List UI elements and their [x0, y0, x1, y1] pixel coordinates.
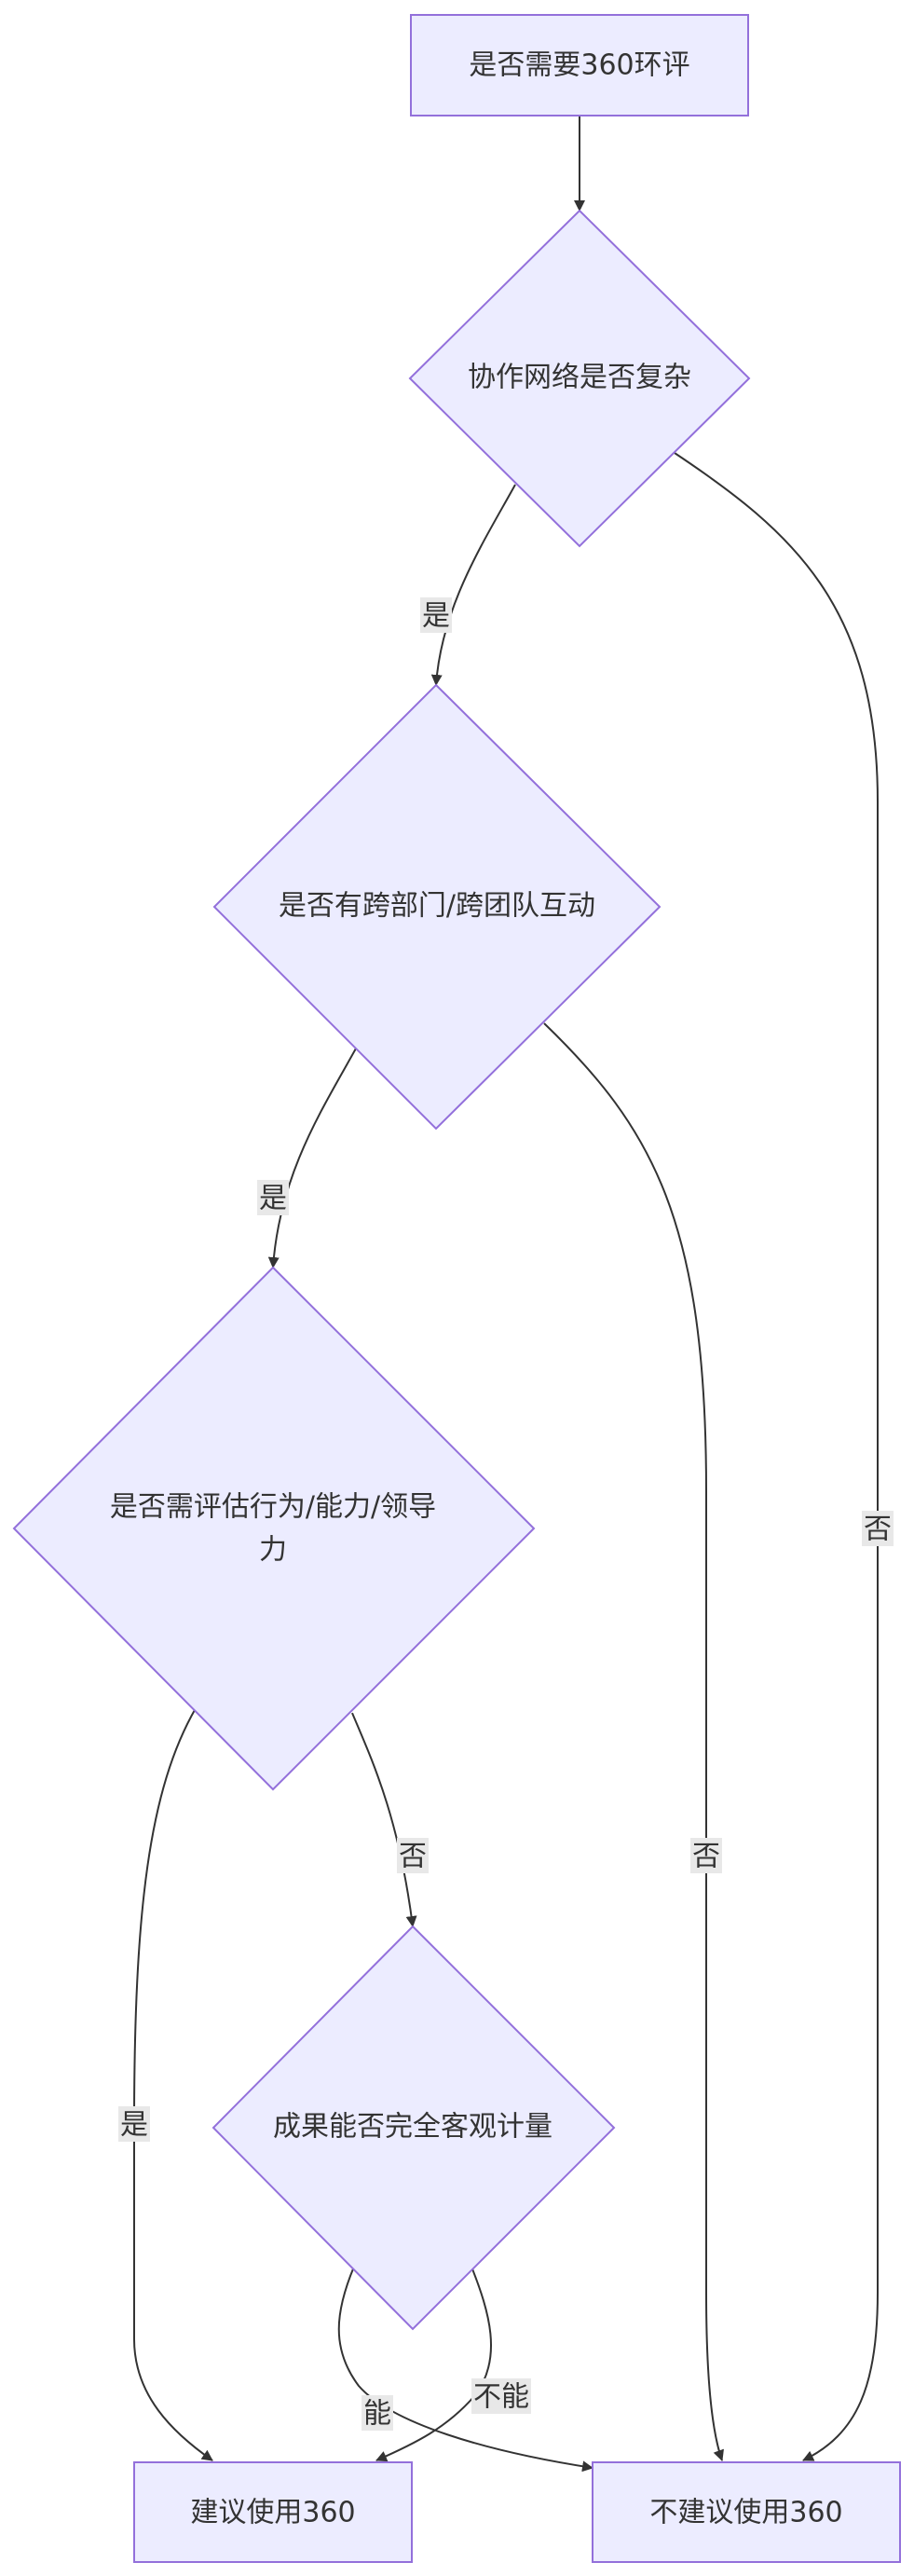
decision-behavior-assessment[interactable]: 是否需评估行为/能力/领导 力 [12, 1266, 536, 1791]
decision-complex-network[interactable]: 协作网络是否复杂 [408, 209, 751, 548]
edge-label-complex-yes: 是 [420, 597, 452, 633]
svg-text:建议使用360: 建议使用360 [190, 2497, 355, 2529]
edge-complex-to-cross [430, 484, 516, 686]
svg-text:是: 是 [422, 600, 450, 633]
svg-text:不能: 不能 [473, 2381, 529, 2414]
nodes: 是否需要360环评 协作网络是否复杂 是否有跨部门/跨团队互动 是否需评估行为/… [12, 14, 901, 2563]
svg-text:否: 否 [399, 1841, 427, 1873]
svg-text:是: 是 [259, 1183, 287, 1215]
edge-label-behavior-yes: 是 [118, 2106, 150, 2142]
edge-cross-to-not-recommend [543, 1022, 724, 2461]
svg-text:能: 能 [363, 2398, 391, 2431]
svg-text:是否需要360环评: 是否需要360环评 [469, 49, 689, 82]
svg-text:是否需评估行为/能力/领导: 是否需评估行为/能力/领导 [110, 1491, 436, 1524]
edge-label-objective-cannot: 不能 [471, 2378, 531, 2414]
edge-objective-to-not-recommend [337, 2266, 593, 2473]
edge-cross-to-behavior [267, 1048, 357, 1268]
edge-label-cross-no: 否 [690, 1838, 722, 1873]
node-not-recommend[interactable]: 不建议使用360 [592, 2461, 901, 2563]
edge-behavior-to-recommend [133, 1707, 213, 2461]
decision-cross-team[interactable]: 是否有跨部门/跨团队互动 [212, 683, 662, 1130]
svg-text:是: 是 [120, 2109, 148, 2142]
svg-text:协作网络是否复杂: 协作网络是否复杂 [468, 362, 691, 394]
decision-objective-measurement[interactable]: 成果能否完全客观计量 [211, 1925, 616, 2331]
edge-label-behavior-no: 否 [397, 1838, 429, 1873]
svg-text:否: 否 [864, 1514, 892, 1546]
svg-text:力: 力 [259, 1534, 287, 1567]
svg-text:不建议使用360: 不建议使用360 [649, 2497, 842, 2529]
svg-text:否: 否 [692, 1841, 720, 1873]
edge-label-complex-no: 否 [862, 1511, 894, 1546]
node-recommend[interactable]: 建议使用360 [133, 2461, 413, 2563]
edge-behavior-to-objective [351, 1712, 417, 1927]
svg-text:是否有跨部门/跨团队互动: 是否有跨部门/跨团队互动 [279, 890, 595, 923]
node-start[interactable]: 是否需要360环评 [410, 14, 749, 116]
edge-labels: 是 否 是 否 是 否 能 不能 [118, 597, 894, 2431]
edge-complex-to-not-recommend [674, 452, 879, 2461]
edge-label-objective-can: 能 [362, 2395, 393, 2431]
edge-label-cross-yes: 是 [257, 1180, 289, 1215]
svg-text:成果能否完全客观计量: 成果能否完全客观计量 [273, 2111, 552, 2144]
